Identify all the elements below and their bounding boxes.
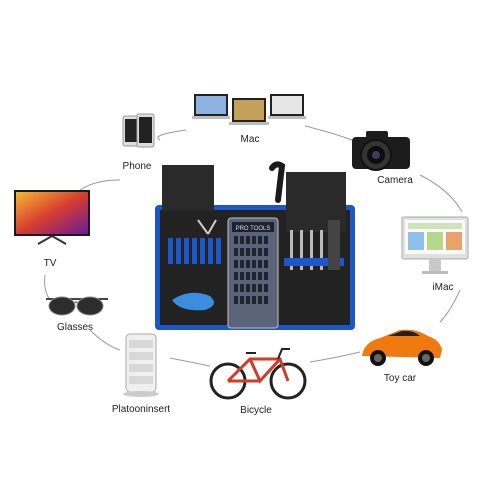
toy-car-icon: [358, 318, 444, 368]
tv-icon: [12, 188, 92, 246]
glasses-icon: [44, 293, 110, 319]
toolkit-case-text: PRO TOOLS: [236, 226, 271, 232]
camera-label: Camera: [377, 175, 413, 186]
imac-icon: [400, 215, 470, 277]
mac-icon: [192, 92, 306, 132]
power-tower-icon: [120, 330, 162, 398]
bicycle-label: Bicycle: [240, 405, 272, 416]
phone-label: Phone: [122, 161, 152, 172]
toolkit-illustration: PRO TOOLS: [155, 161, 355, 330]
toolkit-case: PRO TOOLS: [150, 160, 360, 335]
tv-label: TV: [43, 258, 57, 269]
bicycle-icon: [208, 343, 308, 403]
toy-car-label: Toy car: [383, 373, 417, 384]
camera-icon: [348, 127, 414, 171]
glasses-label: Glasses: [56, 322, 94, 333]
phone-icon: [122, 113, 156, 159]
platoon-label: Platooninsert: [111, 404, 171, 415]
imac-label: iMac: [432, 282, 454, 293]
mac-label: Mac: [240, 134, 260, 145]
